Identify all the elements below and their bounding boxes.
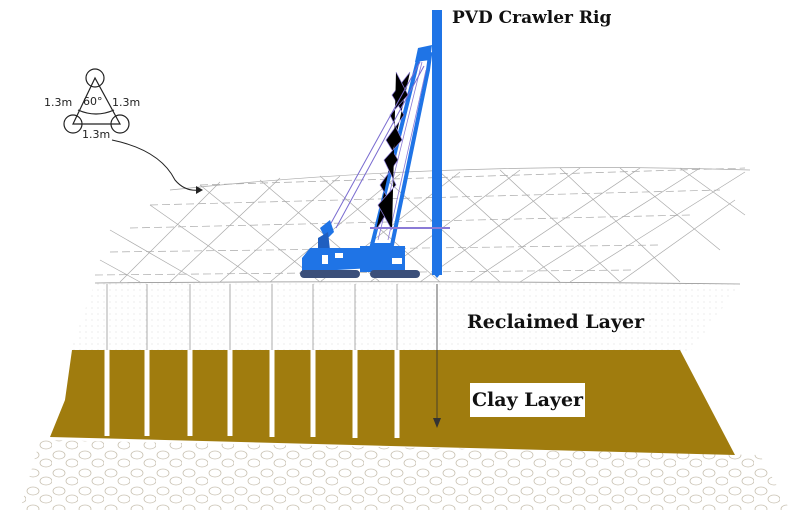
vertical-drains	[104, 350, 400, 438]
rig-track	[300, 270, 360, 278]
rig-label: PVD Crawler Rig	[452, 8, 612, 28]
reclaimed-layer-label: Reclaimed Layer	[467, 311, 645, 333]
clay-layer	[50, 350, 735, 455]
rig-track	[370, 270, 420, 278]
left-spacing-label: 1.3m	[44, 96, 73, 109]
leader-arrow	[111, 139, 201, 191]
rig-mast	[432, 10, 442, 275]
pvd-crawler-rig	[300, 10, 450, 278]
rig-body	[302, 248, 372, 272]
drain-arrow	[433, 418, 441, 428]
drain-grid-mesh	[94, 167, 751, 283]
gravel-layer	[20, 440, 790, 510]
right-spacing-label: 1.3m	[112, 96, 141, 109]
clay-layer-label: Clay Layer	[470, 383, 585, 417]
drain-lines-upper	[106, 284, 438, 420]
angle-label: 60°	[83, 95, 103, 108]
reclaimed-layer	[70, 282, 740, 352]
ground-line	[94, 281, 741, 285]
leader-arrow-head	[196, 186, 203, 194]
spacing-triangle-icon	[63, 68, 130, 134]
bottom-spacing-label: 1.3m	[82, 128, 111, 141]
